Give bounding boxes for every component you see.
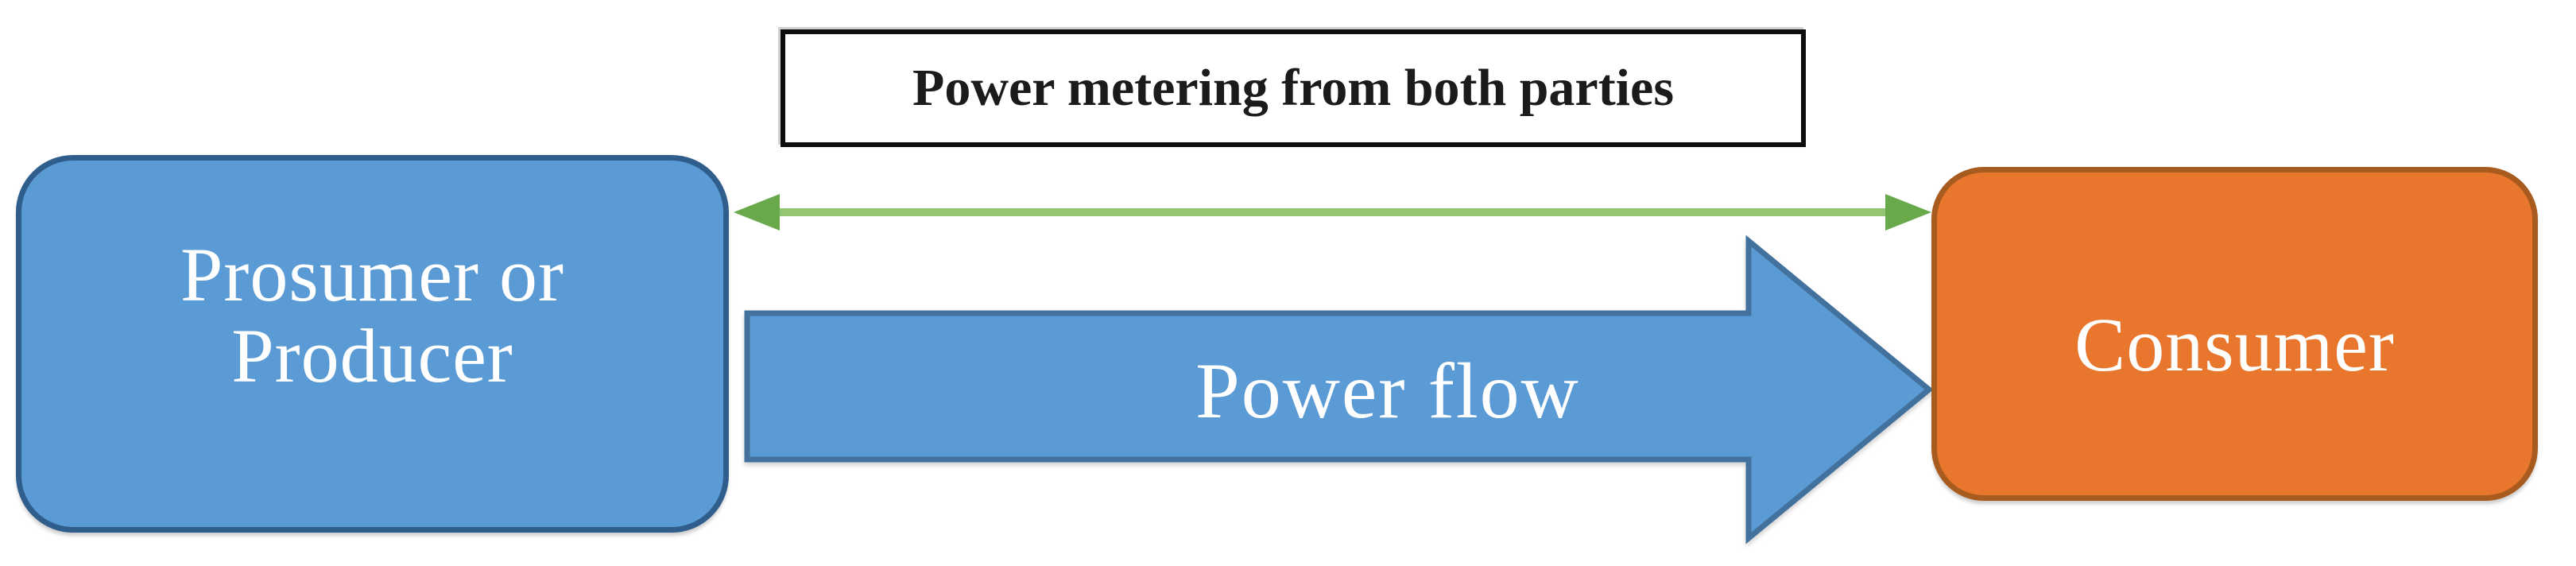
- arrowhead-right-icon: [1885, 194, 1931, 231]
- arrowhead-left-icon: [734, 194, 780, 231]
- block-arrow-shape: [744, 235, 1934, 545]
- metering-label: Power metering from both parties: [912, 59, 1674, 117]
- consumer-box: Consumer: [1931, 167, 2538, 501]
- prosumer-label-line1: Prosumer or: [180, 231, 564, 317]
- power-flow-label: Power flow: [1195, 347, 1580, 435]
- metering-arrow-line: [779, 208, 1885, 216]
- prosumer-box: Prosumer or Producer: [16, 155, 729, 533]
- prosumer-label-line2: Producer: [231, 312, 513, 398]
- consumer-label: Consumer: [2074, 302, 2395, 387]
- metering-label-box: Power metering from both parties: [781, 29, 1806, 147]
- prosumer-label: Prosumer or Producer: [180, 231, 564, 398]
